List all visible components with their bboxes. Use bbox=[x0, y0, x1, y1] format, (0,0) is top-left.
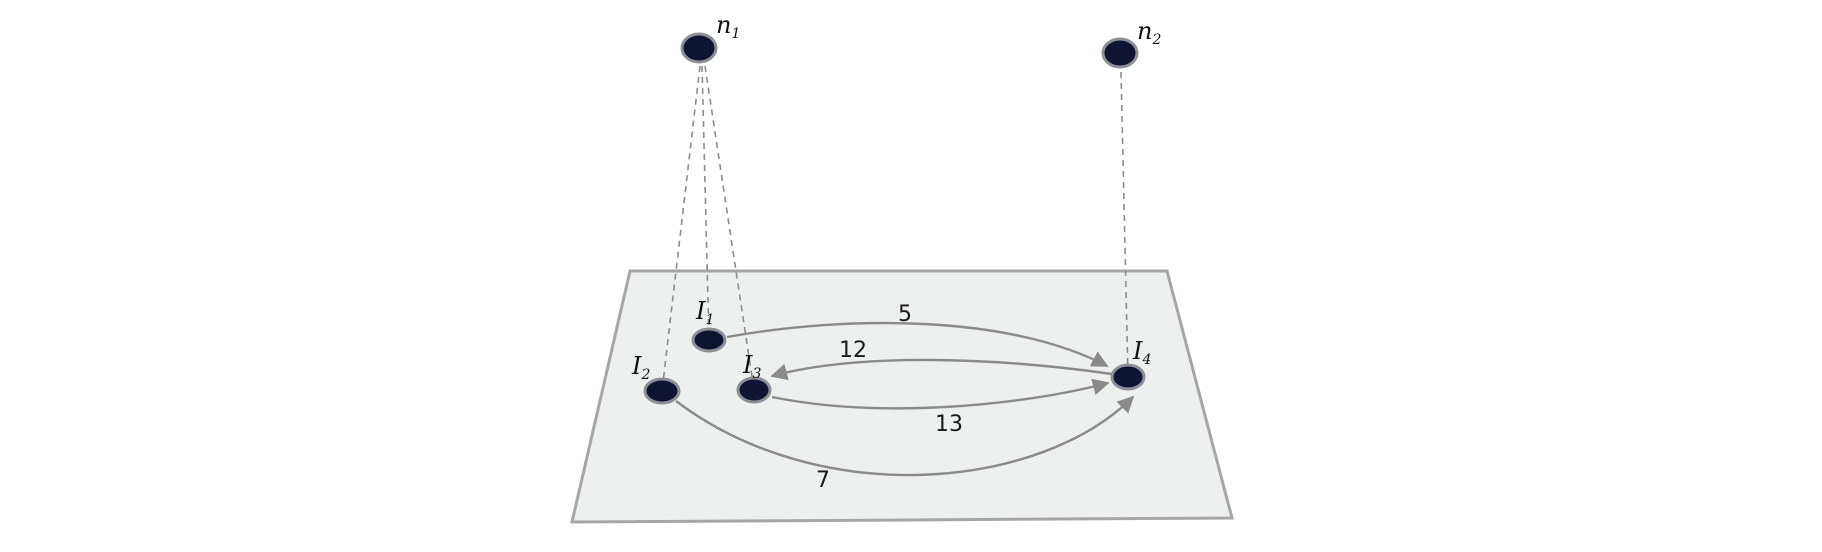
edge-I1-I4 bbox=[726, 321, 1109, 368]
projection-lines bbox=[661, 65, 1129, 392]
plane-nodes bbox=[643, 327, 1146, 405]
edge-I4-I3 bbox=[770, 358, 1113, 381]
node-label-n2: n2 bbox=[1137, 17, 1161, 48]
node-I1[interactable] bbox=[691, 327, 727, 353]
edges bbox=[675, 321, 1135, 477]
node-n2[interactable] bbox=[1101, 37, 1139, 69]
node-I4[interactable] bbox=[1110, 363, 1146, 391]
node-label-I1: I1 bbox=[695, 297, 714, 328]
node-I3[interactable] bbox=[736, 376, 772, 404]
edge-label: 12 bbox=[839, 338, 867, 363]
edge-I3-I4 bbox=[771, 378, 1110, 410]
edge-labels: 5 12 13 7 bbox=[816, 302, 963, 493]
edge-label: 13 bbox=[935, 412, 963, 437]
upper-nodes bbox=[680, 32, 1139, 69]
node-labels: n1 n2 I1 I2 I3 I4 bbox=[631, 11, 1161, 383]
projection-n2-I4 bbox=[1120, 71, 1129, 378]
node-label-I3: I3 bbox=[742, 351, 761, 382]
base-plane bbox=[570, 269, 1234, 524]
edge-I2-I4 bbox=[675, 395, 1135, 477]
edge-label: 5 bbox=[898, 302, 912, 327]
node-I2[interactable] bbox=[643, 377, 681, 405]
node-n1[interactable] bbox=[680, 32, 718, 64]
node-label-I2: I2 bbox=[631, 352, 650, 383]
projection-n1-I1 bbox=[701, 65, 710, 341]
edge-label: 7 bbox=[816, 468, 830, 493]
node-label-n1: n1 bbox=[716, 11, 740, 42]
node-label-I4: I4 bbox=[1132, 337, 1151, 368]
